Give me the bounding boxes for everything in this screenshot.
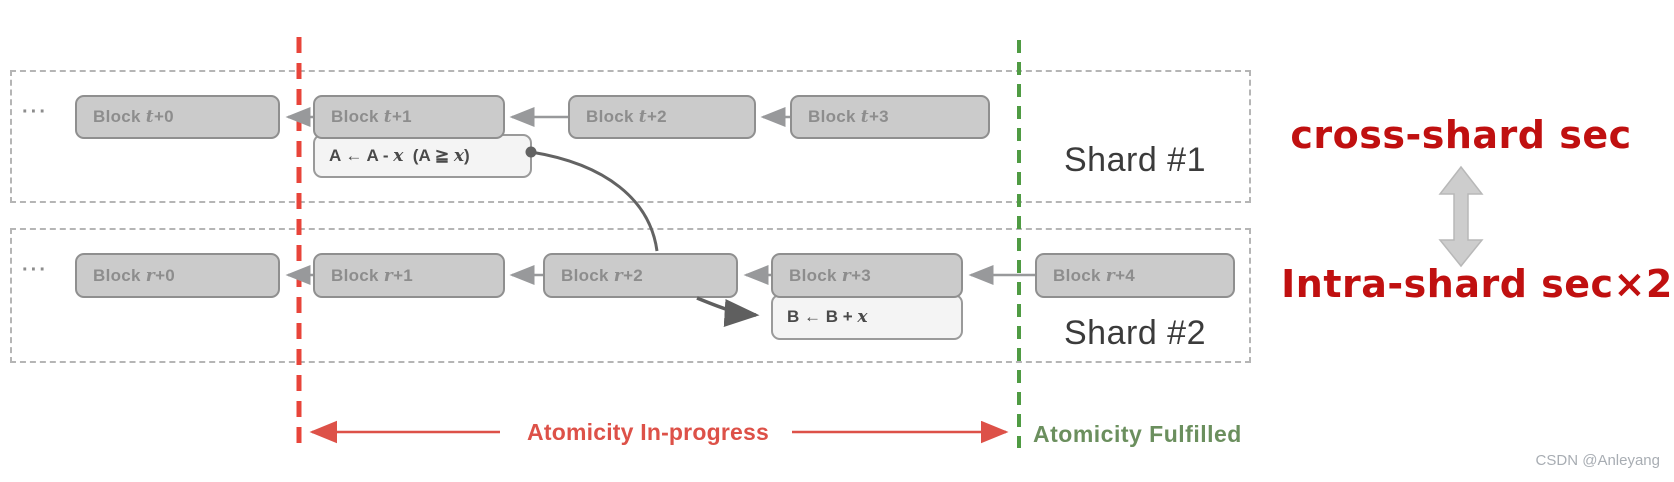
ellipsis-shard2: ···: [22, 259, 48, 281]
note-text: (A ≧: [403, 146, 454, 165]
atomicity-fulfilled-label: Atomicity Fulfilled: [1033, 421, 1242, 447]
intra-shard-annotation: Intra-shard sec×2: [1281, 262, 1673, 306]
shard1-label: Shard #1: [1064, 141, 1206, 179]
note-a-debit: A ← A - x (A ≧ x): [313, 134, 532, 178]
watermark: CSDN @Anleyang: [1535, 452, 1660, 469]
ellipsis-shard1: ···: [22, 101, 48, 123]
note-text: B ← B +: [787, 307, 858, 326]
shard2-label: Shard #2: [1064, 314, 1206, 352]
note-b-credit: B ← B + x: [771, 294, 963, 340]
note-variable-x: x: [393, 146, 404, 166]
note-variable-x: x: [453, 146, 464, 166]
cross-shard-annotation: cross-shard sec: [1290, 113, 1632, 157]
note-variable-x: x: [857, 307, 868, 327]
double-headed-vertical-arrow-icon: [1438, 165, 1484, 268]
note-text: ): [463, 146, 470, 165]
note-text: A ← A -: [329, 146, 394, 165]
atomicity-in-progress-label: Atomicity In-progress: [527, 419, 769, 445]
